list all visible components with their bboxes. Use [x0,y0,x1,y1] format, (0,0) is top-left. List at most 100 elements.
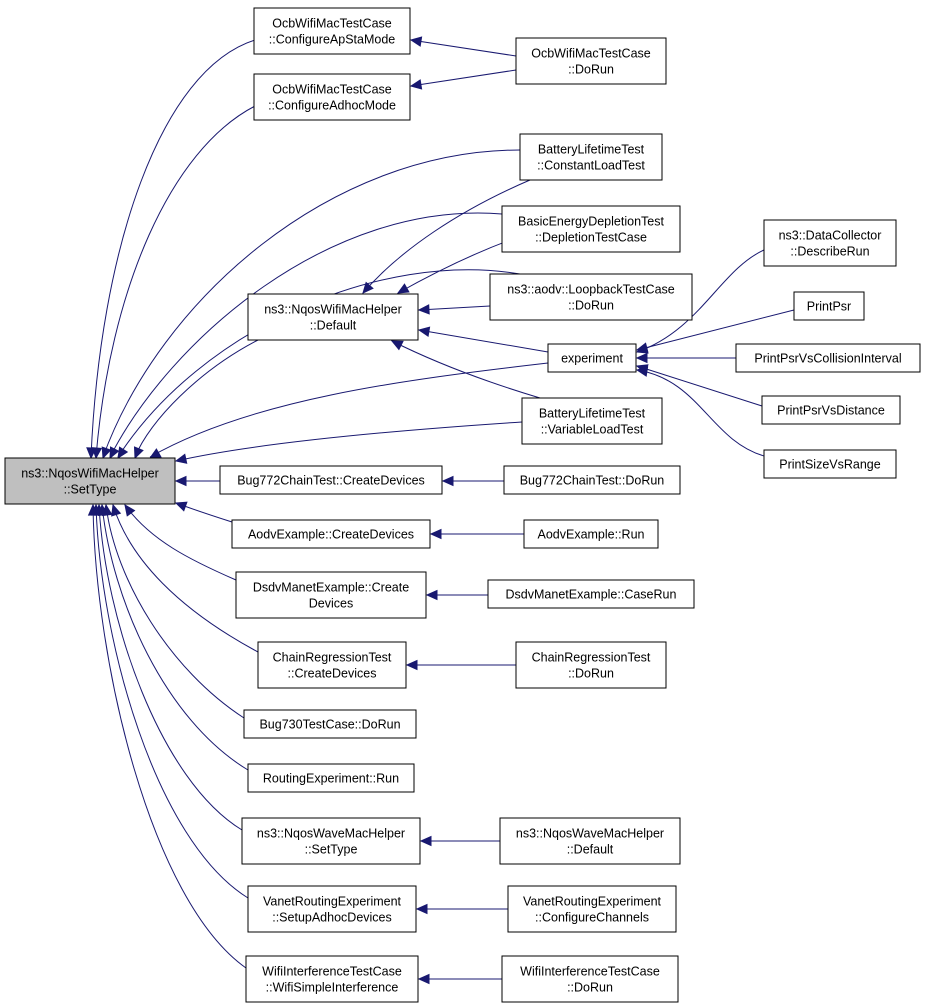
arrowhead-chain_dr-to-chain_cd [405,659,418,671]
node-experiment[interactable]: experiment [547,343,637,373]
arrowhead-ocb_dorun-to-ocb_apsta [409,36,423,47]
node-box-routing_run[interactable] [247,763,415,793]
edge-batt_var-to-settype [175,421,523,462]
arrowhead-bug772_dr-to-bug772_cd [441,475,454,487]
node-box-printpsr[interactable] [793,291,865,321]
node-box-datacollector[interactable] [763,219,897,267]
edge-printpsr_dist-to-experiment [636,365,763,407]
edge-printpsr-to-experiment [636,309,795,351]
node-box-wave_default[interactable] [499,817,681,865]
edge-layer [86,36,795,985]
node-wifi_dorun[interactable]: WifiInterferenceTestCase::DoRun [501,955,679,1003]
node-label: ::SetType [305,843,358,857]
node-dsdv_cr[interactable]: DsdvManetExample::CaseRun [487,579,695,609]
node-box-ocb_dorun[interactable] [515,37,667,85]
node-label: ::VariableLoadTest [541,423,644,437]
node-batt_var[interactable]: BatteryLifetimeTest::VariableLoadTest [521,397,663,445]
node-batt_const[interactable]: BatteryLifetimeTest::ConstantLoadTest [519,133,663,181]
node-label: ::SetType [64,483,117,497]
arrowhead-wave_default-to-wave_settype [419,835,432,847]
node-bug730[interactable]: Bug730TestCase::DoRun [243,709,417,739]
node-box-chain_dr[interactable] [515,641,667,689]
node-label: BasicEnergyDepletionTest [518,215,664,229]
node-box-ocb_adhoc[interactable] [253,73,411,121]
node-ocb_apsta[interactable]: OcbWifiMacTestCase::ConfigureApStaMode [253,7,411,55]
arrowhead-wifi_simple-to-settype [87,503,99,516]
edge-experiment-to-nqos_default [418,329,549,353]
node-aodvex_run[interactable]: AodvExample::Run [523,519,659,549]
node-basic_depl[interactable]: BasicEnergyDepletionTest::DepletionTestC… [501,205,681,253]
node-aodvex_cd[interactable]: AodvExample::CreateDevices [231,519,431,549]
node-label: ns3::NqosWifiMacHelper [264,303,402,317]
arrowhead-wifi_dorun-to-wifi_simple [417,973,430,985]
node-label: BatteryLifetimeTest [538,143,645,157]
node-box-ocb_apsta[interactable] [253,7,411,55]
edge-ocb_apsta-to-settype [90,39,256,458]
node-label: ::ConfigureChannels [535,911,649,925]
node-label: ::Default [310,319,357,333]
node-printpsr[interactable]: PrintPsr [793,291,865,321]
node-nqos_default[interactable]: ns3::NqosWifiMacHelper::Default [247,293,419,341]
edge-dsdv_cd-to-settype [124,504,237,581]
node-box-nqos_default[interactable] [247,293,419,341]
node-box-wifi_simple[interactable] [245,955,419,1003]
arrowhead-vanet_config-to-vanet_setup [415,903,428,915]
arrowhead-batt_var-to-nqos_default [390,340,404,351]
node-box-bug772_dr[interactable] [503,465,681,495]
node-label: AodvExample::Run [537,528,644,542]
node-box-basic_depl[interactable] [501,205,681,253]
node-box-wifi_dorun[interactable] [501,955,679,1003]
node-box-dsdv_cd[interactable] [235,571,427,619]
node-box-printpsr_ci[interactable] [735,343,921,373]
edge-wifi_simple-to-settype [92,504,247,969]
node-printsize[interactable]: PrintSizeVsRange [763,449,897,479]
node-label: ::CreateDevices [288,667,377,681]
node-label: DsdvManetExample::Create [253,581,409,595]
node-settype[interactable]: ns3::NqosWifiMacHelper::SetType [4,457,176,505]
arrowhead-printpsr_ci-to-experiment [635,352,648,364]
node-box-vanet_config[interactable] [507,885,677,933]
node-vanet_config[interactable]: VanetRoutingExperiment::ConfigureChannel… [507,885,677,933]
node-chain_cd[interactable]: ChainRegressionTest::CreateDevices [257,641,407,689]
node-label: AodvExample::CreateDevices [248,528,414,542]
node-printpsr_ci[interactable]: PrintPsrVsCollisionInterval [735,343,921,373]
arrowhead-dsdv_cr-to-dsdv_cd [425,589,438,601]
node-bug772_cd[interactable]: Bug772ChainTest::CreateDevices [219,465,443,495]
node-wave_settype[interactable]: ns3::NqosWaveMacHelper::SetType [241,817,421,865]
node-box-chain_cd[interactable] [257,641,407,689]
node-box-batt_var[interactable] [521,397,663,445]
node-box-vanet_setup[interactable] [247,885,417,933]
node-box-experiment[interactable] [547,343,637,373]
node-box-dsdv_cr[interactable] [487,579,695,609]
edge-ocb_dorun-to-ocb_adhoc [410,69,517,87]
node-box-wave_settype[interactable] [241,817,421,865]
node-dsdv_cd[interactable]: DsdvManetExample::CreateDevices [235,571,427,619]
node-box-bug772_cd[interactable] [219,465,443,495]
node-box-aodv_loop[interactable] [489,273,693,321]
node-layer: ns3::NqosWifiMacHelper::SetType OcbWifiMa… [4,7,921,1003]
node-wifi_simple[interactable]: WifiInterferenceTestCase::WifiSimpleInte… [245,955,419,1003]
edge-nqos_default-to-settype [134,339,259,458]
node-label: ChainRegressionTest [532,651,651,665]
node-box-aodvex_cd[interactable] [231,519,431,549]
edge-printsize-to-experiment [636,369,765,457]
node-datacollector[interactable]: ns3::DataCollector::DescribeRun [763,219,897,267]
node-bug772_dr[interactable]: Bug772ChainTest::DoRun [503,465,681,495]
node-ocb_dorun[interactable]: OcbWifiMacTestCase::DoRun [515,37,667,85]
node-wave_default[interactable]: ns3::NqosWaveMacHelper::Default [499,817,681,865]
node-box-printsize[interactable] [763,449,897,479]
node-routing_run[interactable]: RoutingExperiment::Run [247,763,415,793]
node-box-printpsr_dist[interactable] [761,395,901,425]
node-box-aodvex_run[interactable] [523,519,659,549]
node-aodv_loop[interactable]: ns3::aodv::LoopbackTestCase::DoRun [489,273,693,321]
node-box-settype[interactable] [4,457,176,505]
node-box-bug730[interactable] [243,709,417,739]
node-vanet_setup[interactable]: VanetRoutingExperiment::SetupAdhocDevice… [247,885,417,933]
node-printpsr_dist[interactable]: PrintPsrVsDistance [761,395,901,425]
node-box-batt_const[interactable] [519,133,663,181]
node-label: ::DepletionTestCase [535,231,647,245]
node-chain_dr[interactable]: ChainRegressionTest::DoRun [515,641,667,689]
node-ocb_adhoc[interactable]: OcbWifiMacTestCase::ConfigureAdhocMode [253,73,411,121]
arrowhead-basic_depl-to-nqos_default [396,283,410,294]
arrowhead-bug772_cd-to-settype [174,475,187,487]
